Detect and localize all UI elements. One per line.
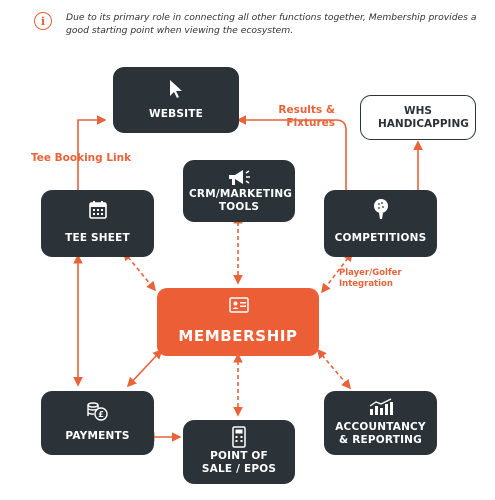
payments-node: £ PAYMENTS (41, 391, 154, 455)
payments-label: PAYMENTS (65, 430, 130, 442)
calendar-icon (88, 200, 108, 224)
website-node: WEBSITE (113, 67, 239, 133)
point-of-sale-node: POINT OF SALE / EPOS (183, 420, 295, 484)
whs-handicapping-label: WHS HANDICAPPING (378, 104, 469, 130)
id-card-icon (229, 297, 249, 317)
card-reader-icon (231, 426, 247, 452)
chart-icon (368, 398, 394, 420)
info-icon: i (34, 12, 52, 30)
competitions-node: COMPETITIONS (324, 190, 437, 257)
membership-accountancy-line (316, 348, 352, 390)
membership-payments-line (126, 349, 163, 388)
cursor-icon (167, 78, 185, 104)
svg-text:£: £ (98, 410, 104, 419)
megaphone-icon (226, 168, 252, 192)
results-fixtures-label: Results & Fixtures (278, 104, 335, 129)
membership-label: MEMBERSHIP (178, 327, 298, 345)
tee-sheet-label: TEE SHEET (65, 232, 130, 244)
golf-ball-icon (371, 198, 391, 226)
player-golfer-integration-label: Player/Golfer Integration (339, 268, 402, 289)
membership-node: MEMBERSHIP (157, 288, 319, 356)
competitions-membership-line (321, 251, 353, 294)
website-label: WEBSITE (149, 108, 203, 120)
whs-handicapping-node: WHS HANDICAPPING (360, 95, 476, 140)
accountancy-reporting-node: ACCOUNTANCY & REPORTING (324, 391, 437, 455)
results-fixtures-line (236, 115, 347, 190)
accountancy-reporting-label: ACCOUNTANCY & REPORTING (335, 421, 426, 446)
tee-booking-link-label: Tee Booking Link (31, 152, 132, 164)
info-text: Due to its primary role in connecting al… (66, 12, 477, 36)
crm-marketing-node: CRM/MARKETING TOOLS (183, 160, 295, 222)
point-of-sale-label: POINT OF SALE / EPOS (201, 450, 277, 475)
tee-sheet-node: TEE SHEET (41, 190, 154, 257)
coins-icon: £ (86, 400, 110, 426)
crm-marketing-label: CRM/MARKETING TOOLS (189, 188, 293, 213)
tee-booking-link-line (77, 115, 107, 190)
teesheet-membership-line (122, 250, 157, 292)
competitions-label: COMPETITIONS (334, 232, 427, 244)
